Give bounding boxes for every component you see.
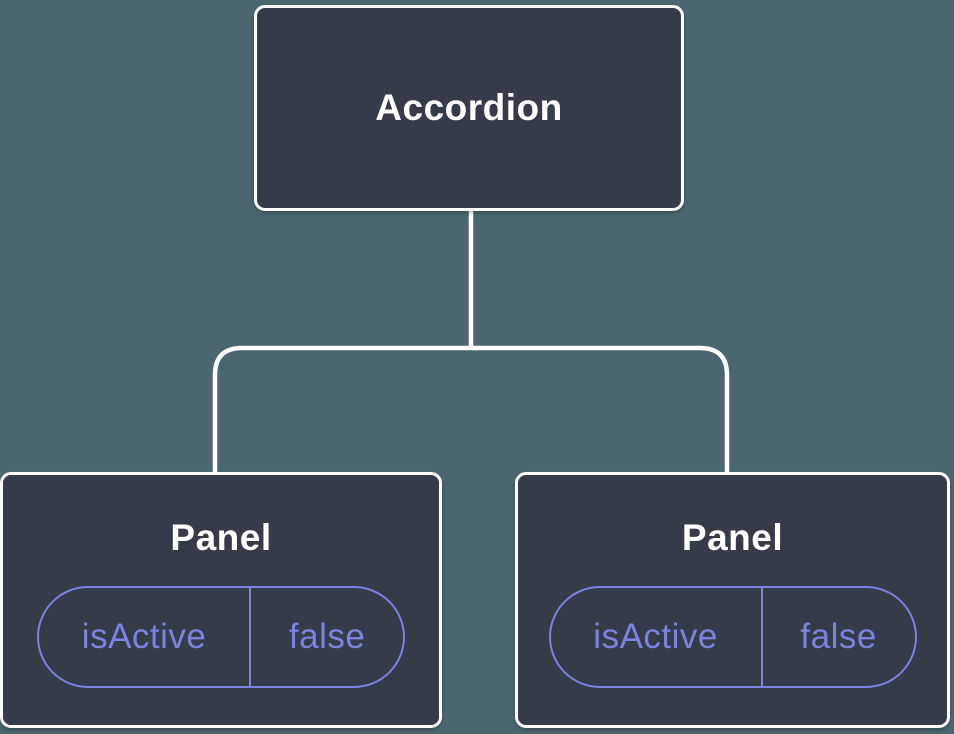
state-pill: isActive false: [548, 585, 917, 688]
panel-node-label: Panel: [170, 517, 272, 558]
state-pill: isActive false: [37, 585, 405, 688]
state-value-cell: false: [251, 588, 403, 686]
state-value-label: false: [288, 616, 366, 656]
root-node-accordion: Accordion: [254, 5, 684, 211]
child-node-panel-left: Panel isActive false: [0, 472, 442, 728]
state-key-cell: isActive: [39, 587, 252, 686]
state-key-label: isActive: [81, 616, 207, 656]
root-node-label: Accordion: [375, 87, 563, 128]
state-key-cell: isActive: [551, 587, 763, 686]
panel-node-label: Panel: [681, 517, 784, 558]
state-key-label: isActive: [593, 616, 718, 656]
child-node-panel-right: Panel isActive false: [515, 472, 950, 728]
state-value-label: false: [800, 616, 877, 656]
state-value-cell: false: [763, 588, 915, 686]
